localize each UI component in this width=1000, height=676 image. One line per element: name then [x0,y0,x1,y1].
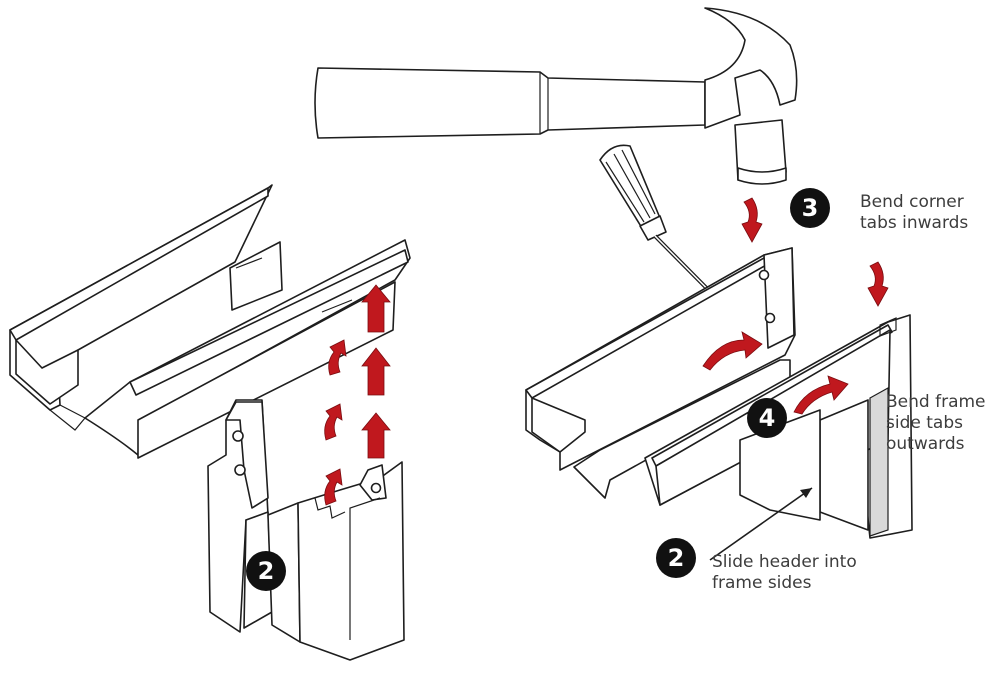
step-3-callout: Bend corner tabs inwards [860,192,969,233]
step-2-badge-left: 2 [246,551,286,591]
upward-arrows-left [324,284,391,506]
step-3-badge: 3 [790,188,830,228]
hammer-icon [314,7,798,185]
step-4-badge: 4 [747,398,787,438]
right-assembly [525,247,913,561]
step-4-callout: Bend frame side tabs outwards [886,392,986,454]
step-2-callout: Slide header into frame sides [712,552,857,593]
bend-arrows-right [702,331,849,415]
left-header [9,184,411,459]
step-2-badge-right: 2 [656,538,696,578]
downward-arrows-right [741,197,889,307]
